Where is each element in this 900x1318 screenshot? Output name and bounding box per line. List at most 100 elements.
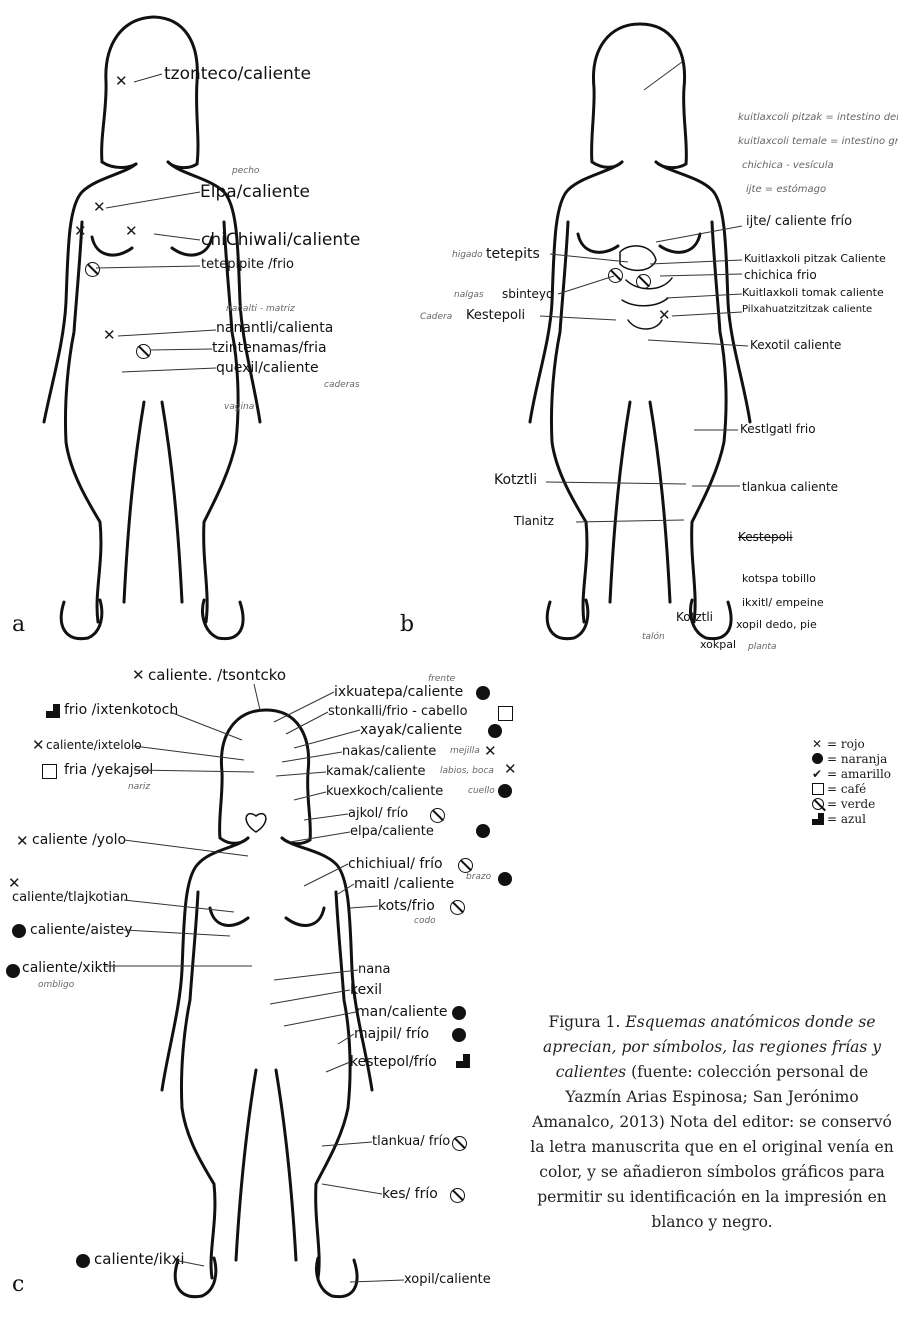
label-yolo: caliente /yolo (32, 832, 126, 848)
label-ixtelolo: caliente/ixtelolo (46, 738, 142, 752)
note-top-3: ijte = estómago (746, 184, 826, 195)
x-marker: ✕ (132, 668, 145, 683)
label-tlanitz: Tlanitz (514, 514, 554, 528)
note-mejilla: mejilla (450, 746, 480, 756)
circle-slash-marker (458, 858, 473, 873)
label-tsontcko: caliente. /tsontcko (148, 666, 286, 684)
label-kestepol: kestepol/frío (350, 1054, 437, 1070)
dot-marker (12, 924, 26, 938)
label-ikxitl: ikxitl/ empeine (742, 596, 824, 609)
label-xopil: xopil/caliente (404, 1272, 491, 1287)
label-kes: kes/ frío (382, 1186, 438, 1202)
label-man: man/caliente (356, 1004, 447, 1020)
circle-slash-marker (636, 274, 651, 289)
note-higado: higado (452, 250, 483, 260)
circle-slash-marker (452, 1136, 467, 1151)
circle-slash-marker (430, 808, 445, 823)
note-codo: codo (414, 916, 436, 926)
x-marker: ✕ (93, 200, 106, 215)
label-kotspa: kotspa tobillo (742, 572, 816, 585)
square-marker-icon (812, 783, 824, 795)
label-elpa: elpa/caliente (350, 824, 434, 839)
x-marker: ✕ (504, 762, 516, 777)
circle-slash-marker (608, 268, 623, 283)
label-chichiwali: chiChiwali/caliente (201, 230, 360, 250)
x-marker-icon: ✕ (812, 738, 822, 750)
dot-marker (476, 686, 490, 700)
note-brazo: brazo (466, 872, 491, 882)
figure-caption: Figura 1. Esquemas anatómicos donde se a… (526, 1010, 898, 1235)
check-marker-icon: ✔ (812, 768, 822, 780)
panel-b: b ✕ kuitlaxcoli pitzak = intestino delga… (390, 2, 898, 654)
note-caderas: caderas (324, 380, 360, 390)
x-marker: ✕ (658, 308, 671, 323)
label-tlankua: tlankua caliente (742, 480, 838, 494)
label-xokpal: xokpal (700, 638, 736, 651)
label-chichica: chichica frio (744, 268, 817, 282)
label-sbinteyo: sbinteyo (502, 287, 553, 301)
note-vagina: vagina (224, 402, 254, 412)
x-marker: ✕ (115, 74, 128, 89)
label-kotztli-upper: Kotztli (494, 472, 537, 488)
square-marker (498, 706, 513, 721)
legend-row-cafe: = café (812, 782, 900, 797)
dot-marker (452, 1006, 466, 1020)
note-frente: frente (428, 674, 455, 684)
note-cuello: cuello (468, 786, 495, 796)
label-tzintenamas: tzintenamas/fria (212, 340, 327, 356)
label-kots: kots/frio (378, 898, 435, 914)
label-nanantli: nanantli/calienta (216, 320, 333, 336)
dot-marker (76, 1254, 90, 1268)
dot-marker (476, 824, 490, 838)
legend-row-verde: = verde (812, 797, 900, 812)
note-nariz: nariz (128, 782, 150, 792)
panel-a: a ✕ ✕ ✕ ✕ ✕ tzonteco/caliente pecho Elpa… (4, 2, 384, 654)
dot-marker-icon (812, 753, 823, 764)
note-top-2: chichica - vesícula (742, 160, 834, 171)
label-kuitlaxkoli-tomak: Kuitlaxkoli tomak caliente (742, 286, 884, 299)
x-marker: ✕ (74, 224, 87, 239)
figure-outline-c (4, 660, 516, 1318)
label-xiktli: caliente/xiktli (22, 960, 116, 976)
figure-outline-b (390, 2, 898, 654)
label-elpa: Elpa/caliente (200, 182, 310, 202)
x-marker: ✕ (8, 876, 21, 891)
label-tlankua: tlankua/ frío (372, 1134, 450, 1149)
label-xopil: xopil dedo, pie (736, 618, 817, 631)
label-tlajkotian: caliente/tlajkotian (12, 890, 128, 905)
label-kotztli-lower: Kotztli (676, 610, 713, 624)
label-stonkalli: stonkalli/frio - cabello (328, 704, 468, 719)
note-nalgas: nalgas (454, 290, 484, 300)
label-quexil: quexil/caliente (216, 360, 319, 376)
label-tetepits: tetepits (486, 246, 540, 262)
label-pilxahuatzitzi: Pilxahuatzitzitzak caliente (742, 304, 872, 315)
panel-letter-b: b (400, 612, 414, 637)
dot-marker (452, 1028, 466, 1042)
label-ijte: ijte/ caliente frío (746, 214, 852, 229)
legend-row-amarillo: ✔ = amarillo (812, 767, 900, 782)
legend: ✕ = rojo = naranja ✔ = amarillo = café =… (812, 737, 900, 827)
panel-c: c ✕ caliente. /tsontcko frio /ixtenkotoc… (4, 660, 516, 1318)
circle-slash-marker (85, 262, 100, 277)
note-top-0: kuitlaxcoli pitzak = intestino delgado (738, 112, 898, 123)
note-nanalti: nanalti - matriz (226, 304, 295, 314)
circle-slash-marker (136, 344, 151, 359)
label-kexotil: Kexotil caliente (750, 338, 841, 352)
dot-marker (488, 724, 502, 738)
label-kuexkoch: kuexkoch/caliente (326, 784, 443, 799)
label-kexil: kexil (350, 982, 382, 998)
legend-row-rojo: ✕ = rojo (812, 737, 900, 752)
legend-row-naranja: = naranja (812, 752, 900, 767)
note-ombligo: ombligo (38, 980, 74, 990)
circle-slash-marker (450, 1188, 465, 1203)
label-ajkol: ajkol/ frío (348, 806, 408, 821)
note-planta: planta (748, 642, 776, 652)
caption-body: (fuente: colección personal de Yazmín Ar… (530, 1063, 893, 1231)
dot-marker (498, 872, 512, 886)
label-tzonteco: tzonteco/caliente (164, 64, 311, 84)
x-marker: ✕ (103, 328, 116, 343)
label-kestepoli-right: Kestepoli (738, 530, 793, 544)
x-marker: ✕ (32, 738, 45, 753)
label-maitl: maitl /caliente (354, 876, 454, 892)
label-majpil: majpil/ frío (354, 1026, 429, 1042)
